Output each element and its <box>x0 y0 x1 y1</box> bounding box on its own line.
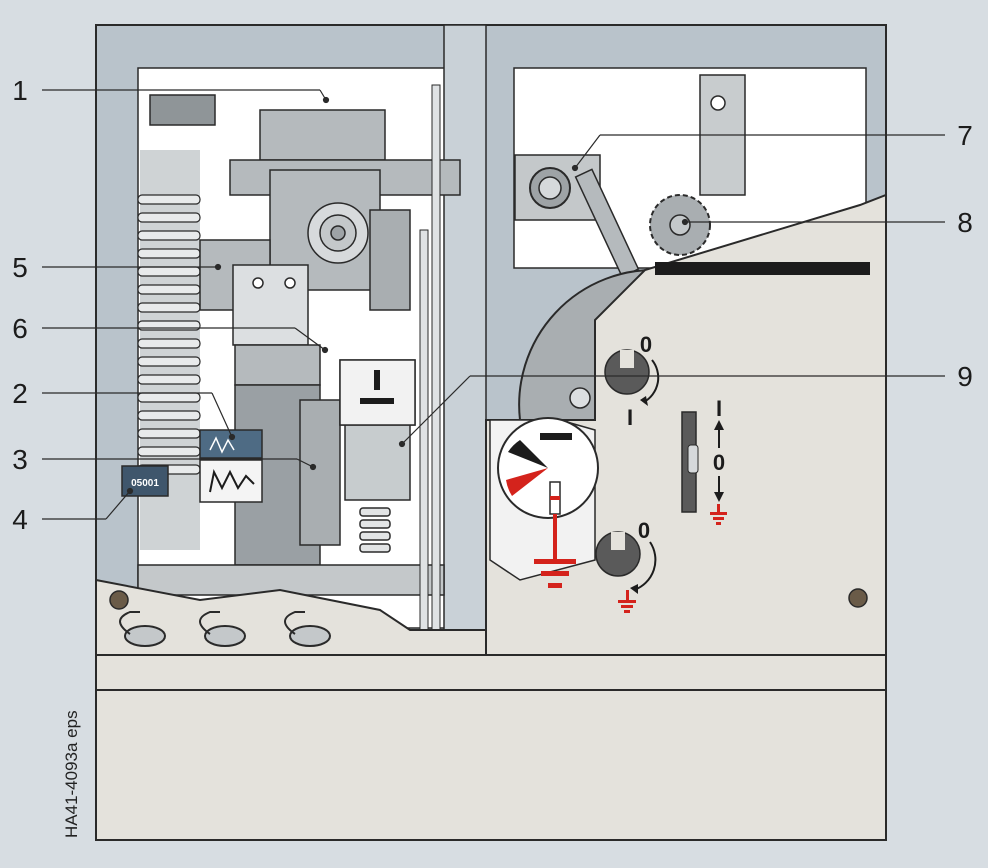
leader-lines <box>42 89 945 520</box>
callout-8: 8 <box>957 207 973 238</box>
main-shaft <box>137 564 445 596</box>
lower-panel <box>95 654 887 841</box>
operations-counter <box>121 465 169 497</box>
rotation-arrow-lower <box>633 541 657 591</box>
callout-6: 6 <box>12 313 28 344</box>
earth-symbol-red <box>534 481 576 588</box>
callout-7: 7 <box>957 120 973 151</box>
screw <box>109 590 129 610</box>
callout-4: 4 <box>12 504 28 535</box>
earthing-operating-opening[interactable] <box>595 531 641 577</box>
earthing-position-indicator <box>489 417 599 581</box>
rotation-arrow-upper <box>643 359 660 403</box>
push-rod-right <box>431 84 441 631</box>
file-label: HA41-4093a eps <box>62 710 81 838</box>
earth-symbol-small <box>618 590 636 613</box>
screw <box>848 588 868 608</box>
slot-bar <box>655 262 870 275</box>
closing-spring <box>359 507 391 553</box>
cable-clips <box>119 611 331 647</box>
slot-top-label: I <box>716 396 722 421</box>
on-off-indicator <box>339 359 416 426</box>
operations-counter-value: 05001 <box>131 478 159 489</box>
push-rod-left <box>419 229 429 631</box>
center-divider <box>443 24 487 641</box>
callout-5: 5 <box>12 252 28 283</box>
disconnector-operating-opening[interactable] <box>604 349 650 395</box>
callout-2: 2 <box>12 378 28 409</box>
slot-mid-label: 0 <box>713 450 725 475</box>
callout-9: 9 <box>957 361 973 392</box>
callout-3: 3 <box>12 444 28 475</box>
upper-zero-label: 0 <box>640 332 652 357</box>
upper-one-label: I <box>627 405 633 430</box>
callout-1: 1 <box>12 75 28 106</box>
spring-discharged-indicator <box>199 459 263 503</box>
lower-left-cover <box>95 578 487 656</box>
lower-zero-label: 0 <box>638 518 650 543</box>
